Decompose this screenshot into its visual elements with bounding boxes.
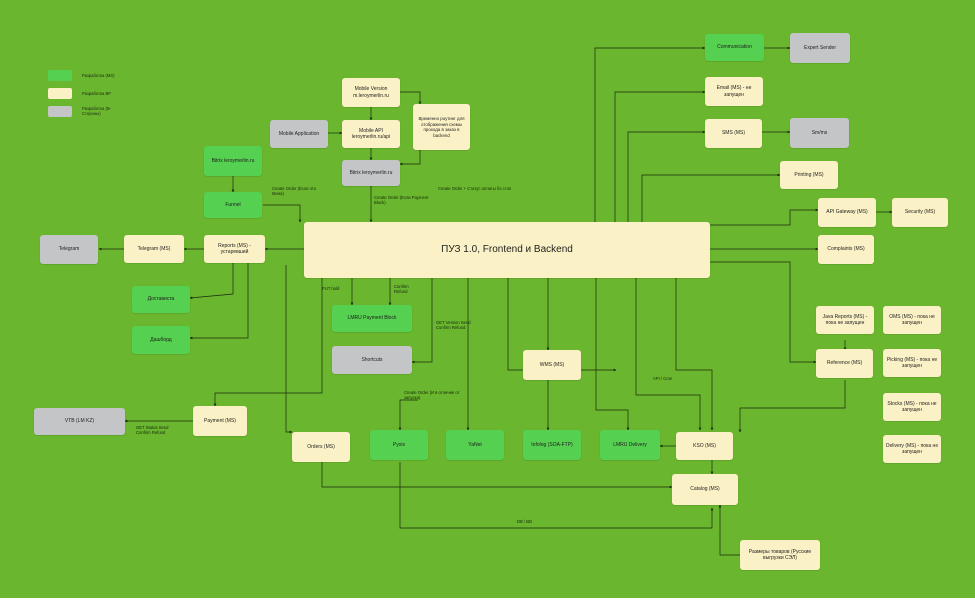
pyxis-node[interactable]: Pyxis [370, 430, 428, 460]
mobile-api-node[interactable]: Mobile API leroymerlin.ru/api [342, 120, 400, 148]
java-reports-node[interactable]: Java Reports (MS) - пока не запущен [816, 306, 874, 334]
edge-label-put-hold: PUT hold [322, 286, 340, 291]
reference-node[interactable]: Reference (MS) [816, 349, 873, 378]
stocks-node[interactable]: Stocks (MS) - пока не запущен [883, 393, 941, 421]
legend-swatch-external [48, 106, 72, 117]
bitrix-top-node[interactable]: Bitrix leroymerlin.ru [204, 146, 262, 176]
sizes-node[interactable]: Размеры товаров (Русские выгрузки СЭЛ) [740, 540, 820, 570]
oms-node[interactable]: OMS (MS) - пока не запущен [883, 306, 941, 334]
telegram-ms-node[interactable]: Telegram (MS) [124, 235, 184, 263]
legend-swatch-bp [48, 88, 72, 99]
sms-node[interactable]: SMS (MS) [705, 119, 762, 148]
payment-node[interactable]: Payment (MS) [193, 406, 247, 436]
shortcuts-node[interactable]: Shortcuts [332, 346, 412, 374]
printing-node[interactable]: Printing (MS) [780, 161, 838, 189]
api-gateway-node[interactable]: API Gateway (MS) [818, 198, 876, 227]
legend-label-ms: Разработка (MS) [82, 73, 115, 78]
communication-node[interactable]: Communication [705, 34, 764, 61]
catalog-node[interactable]: Catalog (MS) [672, 474, 738, 505]
edge-label-confirm-refund: Confirm Refund [394, 284, 409, 295]
edge-label-create-order-right: Create Order + Статус оплаты бэ стоп [438, 186, 512, 191]
kso-node[interactable]: KSO (MS) [676, 432, 733, 460]
edge-label-create-order-low: Create Order (И в отличие от запуска) [404, 390, 460, 401]
mobile-application-node[interactable]: Mobile Application [270, 120, 328, 148]
dashboard-node[interactable]: Дашборд [132, 326, 190, 354]
legend-swatch-ms [48, 70, 72, 81]
bitrix-node[interactable]: Bitrix leroymerlin.ru [342, 160, 400, 186]
edge-label-db-bd: DB / BD [517, 519, 533, 524]
edge-label-create-order-mid: Create Order (Если Payment Block) [374, 195, 429, 206]
wms-node[interactable]: WMS (MS) [523, 350, 581, 380]
core-system-node[interactable]: ПУЗ 1.0, Frontend и Backend [304, 222, 710, 278]
orders-node[interactable]: Orders (MS) [292, 432, 350, 462]
picking-node[interactable]: Picking (MS) - пока не запущен [883, 349, 941, 377]
complaints-node[interactable]: Complaints (MS) [818, 235, 874, 264]
legend-label-external: Разработка (В-Стороны) [82, 106, 112, 117]
edge-label-get-version: GET Version Send Confirm Refund [436, 320, 471, 331]
email-node[interactable]: Email (MS) - не запущен [705, 77, 763, 106]
security-node[interactable]: Security (MS) [892, 198, 948, 227]
lmru-payment-block-node[interactable]: LMRU Payment Block [332, 305, 412, 332]
legend-label-bp: Разработка ВР [82, 91, 112, 96]
mobile-version-node[interactable]: Mobile Version m.leroymerlin.ru [342, 78, 400, 107]
reports-node[interactable]: Reports (MS) - устаревший [204, 235, 265, 263]
edge-label-api-cron: API / Cron [653, 376, 673, 381]
delivery-node[interactable]: Delivery (MS) - пока не запущен [883, 435, 941, 463]
vtb-node[interactable]: VTB (LM KZ) [34, 408, 125, 435]
dostavista-node[interactable]: Достависта [132, 286, 190, 313]
routing-note-node[interactable]: Временно роутинг для отображения схемы п… [413, 104, 470, 150]
edge-label-create-order-left: Create Order (Если это Мона) [272, 186, 317, 197]
telegram-node[interactable]: Telegram [40, 235, 98, 264]
expert-sender-node[interactable]: Expert Sender [790, 33, 850, 63]
edge-label-get-status: GET Status Send Confirm Refund [136, 425, 169, 436]
smsc-node[interactable]: Sm/ms [790, 118, 849, 148]
infolog-node[interactable]: Infolog (SOA-FTP) [523, 430, 581, 460]
yandex-node[interactable]: YaNet [446, 430, 504, 460]
funnel-node[interactable]: Funnel [204, 192, 262, 218]
lmru-delivery-node[interactable]: LMRU Delivery [600, 430, 660, 460]
